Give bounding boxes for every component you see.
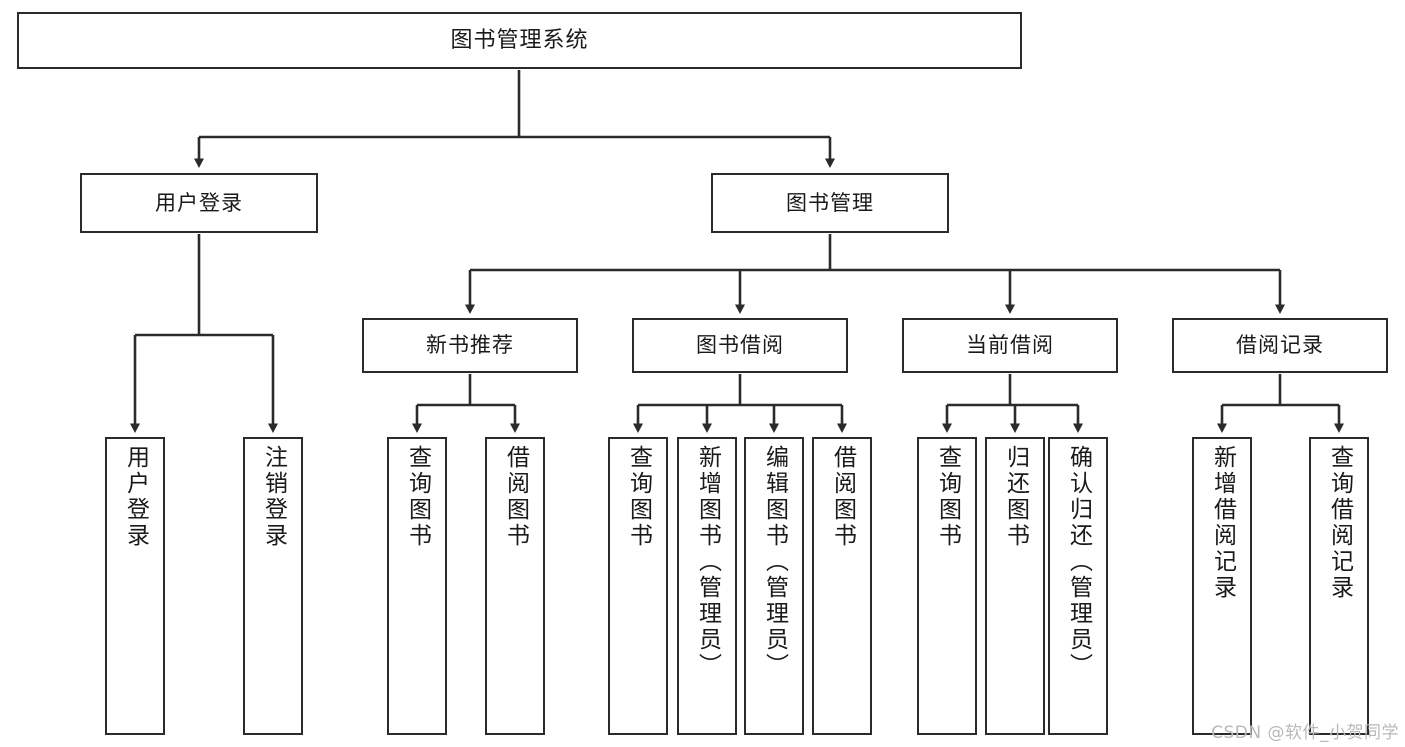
- node-user-login[interactable]: 用户登录: [80, 173, 318, 233]
- node-book-management[interactable]: 图书管理: [711, 173, 949, 233]
- node-label: 借阅图书: [829, 445, 856, 549]
- leaf-book-borrow-add[interactable]: 新增图书（管理员）: [677, 437, 737, 735]
- leaf-new-book-query[interactable]: 查询图书: [387, 437, 447, 735]
- leaf-new-book-borrow[interactable]: 借阅图书: [485, 437, 545, 735]
- node-root-library-system[interactable]: 图书管理系统: [17, 12, 1022, 69]
- leaf-current-borrow-confirm-return[interactable]: 确认归还（管理员）: [1048, 437, 1108, 735]
- node-label: 新书推荐: [426, 333, 514, 358]
- leaf-book-borrow-edit[interactable]: 编辑图书（管理员）: [744, 437, 804, 735]
- node-new-book-recommend[interactable]: 新书推荐: [362, 318, 578, 373]
- node-label: 用户登录: [122, 445, 149, 549]
- node-label: 图书管理系统: [450, 27, 589, 53]
- node-label: 新增借阅记录: [1209, 445, 1236, 601]
- leaf-book-borrow-lend[interactable]: 借阅图书: [812, 437, 872, 735]
- leaf-user-login-signin[interactable]: 用户登录: [105, 437, 165, 735]
- node-label: 查询图书: [404, 445, 431, 549]
- leaf-current-borrow-query[interactable]: 查询图书: [917, 437, 977, 735]
- node-label: 确认归还（管理员）: [1065, 445, 1092, 679]
- node-book-borrow[interactable]: 图书借阅: [632, 318, 848, 373]
- node-label: 注销登录: [260, 445, 287, 549]
- node-label: 查询图书: [625, 445, 652, 549]
- leaf-current-borrow-return[interactable]: 归还图书: [985, 437, 1045, 735]
- node-label: 图书管理: [786, 190, 874, 215]
- node-borrow-record[interactable]: 借阅记录: [1172, 318, 1388, 373]
- watermark: CSDN @软件_小贺同学: [1211, 723, 1399, 743]
- node-label: 当前借阅: [966, 333, 1054, 358]
- leaf-book-borrow-query[interactable]: 查询图书: [608, 437, 668, 735]
- node-label: 查询图书: [934, 445, 961, 549]
- leaf-user-login-signout[interactable]: 注销登录: [243, 437, 303, 735]
- node-current-borrow[interactable]: 当前借阅: [902, 318, 1118, 373]
- node-label: 用户登录: [155, 190, 243, 215]
- node-label: 查询借阅记录: [1326, 445, 1353, 601]
- node-label: 借阅图书: [502, 445, 529, 549]
- leaf-borrow-record-add[interactable]: 新增借阅记录: [1192, 437, 1252, 735]
- leaf-borrow-record-query[interactable]: 查询借阅记录: [1309, 437, 1369, 735]
- node-label: 新增图书（管理员）: [694, 445, 721, 679]
- node-label: 借阅记录: [1236, 333, 1324, 358]
- node-label: 编辑图书（管理员）: [761, 445, 788, 679]
- node-label: 图书借阅: [696, 333, 784, 358]
- node-label: 归还图书: [1002, 445, 1029, 549]
